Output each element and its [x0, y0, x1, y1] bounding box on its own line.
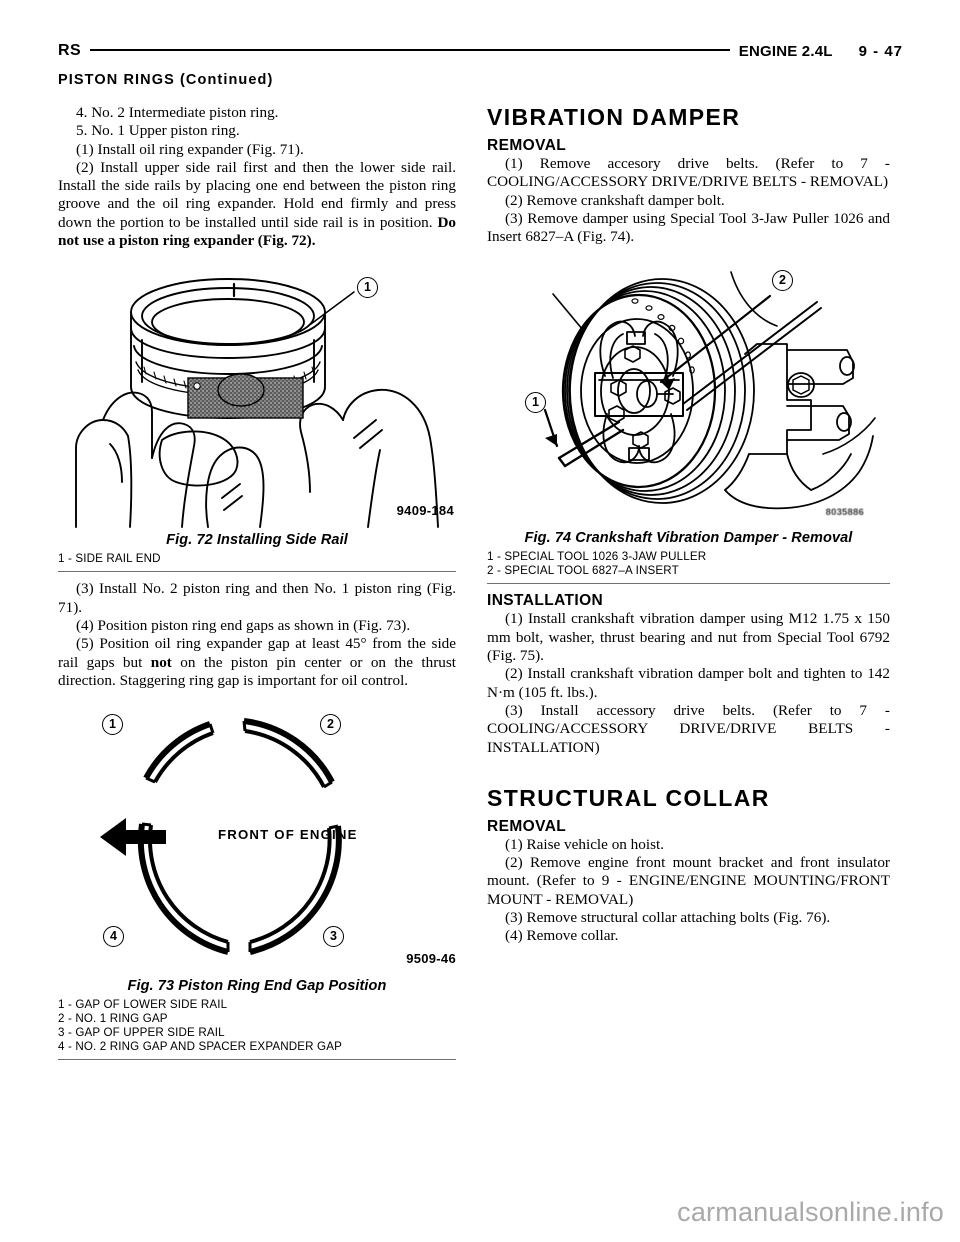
legend-item: 1 - SIDE RAIL END — [58, 552, 161, 566]
step-item: (3) Install No. 2 piston ring and then N… — [58, 580, 456, 616]
heading-installation: INSTALLATION — [487, 592, 604, 610]
header-rule — [90, 49, 730, 51]
step-item: 5. No. 1 Upper piston ring. — [76, 122, 240, 140]
step-item: 4. No. 2 Intermediate piston ring. — [76, 104, 279, 121]
step-item: (1) Remove accesory drive belts. (Refer … — [487, 155, 890, 191]
figure-74-code: 8035886 — [825, 507, 864, 519]
figure-72-caption: Fig. 72 Installing Side Rail — [166, 532, 348, 549]
figure-73-callout-2: 2 — [320, 714, 341, 736]
page-number: 9 - 47 — [858, 42, 903, 60]
figure-74-artwork: 2 1 — [487, 258, 890, 530]
legend-item: 2 - SPECIAL TOOL 6827–A INSERT — [487, 564, 679, 578]
figure-74: 2 1 — [487, 258, 890, 585]
front-of-engine-arrow — [100, 818, 166, 857]
figure-72-divider — [58, 571, 456, 573]
step-item: (3) Install accessory drive belts. (Refe… — [487, 701, 890, 756]
section-continued-label: PISTON RINGS (Continued) — [58, 72, 274, 88]
figure-74-caption: Fig. 74 Crankshaft Vibration Damper - Re… — [524, 530, 853, 547]
figure-74-callout-1: 1 — [525, 392, 546, 414]
piston-side-rail-illustration — [75, 278, 439, 529]
left-column: 4. No. 2 Intermediate piston ring. 5. No… — [58, 104, 456, 1061]
legend-item: 3 - GAP OF UPPER SIDE RAIL — [58, 1026, 225, 1040]
figure-72: 1 — [58, 262, 456, 573]
step-item: (3) Remove damper using Special Tool 3-J… — [487, 209, 890, 246]
legend-item: 4 - NO. 2 RING GAP AND SPACER EXPANDER G… — [58, 1040, 342, 1054]
emphasis-warning: Do not use a piston ring expander (Fig. … — [58, 213, 456, 250]
figure-72-code: 9409-184 — [396, 503, 454, 519]
figure-74-legend: 1 - SPECIAL TOOL 1026 3-JAW PULLER 2 - S… — [487, 546, 890, 578]
figure-73-code: 9509-46 — [406, 951, 456, 967]
step-item: (1) Raise vehicle on hoist. — [505, 835, 665, 853]
legend-item: 1 - GAP OF LOWER SIDE RAIL — [58, 998, 228, 1012]
figure-73-callout-3: 3 — [323, 926, 344, 948]
figure-72-callout-1: 1 — [357, 277, 378, 299]
step-item-5-paragraph: (5) Position oil ring expander gap at le… — [58, 635, 456, 689]
heading-vibration-damper: VIBRATION DAMPER — [487, 104, 741, 130]
legend-item: 2 - NO. 1 RING GAP — [58, 1012, 168, 1026]
step-item: (1) Install crankshaft vibration damper … — [487, 610, 890, 665]
step-item: (4) Remove collar. — [505, 927, 619, 945]
legend-item: 1 - SPECIAL TOOL 1026 3-JAW PULLER — [487, 550, 707, 564]
figure-73-caption: Fig. 73 Piston Ring End Gap Position — [127, 978, 387, 995]
figure-72-legend: 1 - SIDE RAIL END — [58, 548, 456, 566]
heading-removal-collar: REMOVAL — [487, 817, 567, 835]
figure-73-artwork: FRONT OF ENGINE 1 2 3 4 9509-46 — [58, 704, 456, 976]
figure-73-callout-1: 1 — [102, 714, 123, 736]
heading-structural-collar: STRUCTURAL COLLAR — [487, 784, 770, 811]
figure-73: FRONT OF ENGINE 1 2 3 4 9509-46 Fig. 73 … — [58, 704, 456, 1061]
figure-74-divider — [487, 583, 890, 585]
emphasis-not: not — [150, 653, 172, 671]
figure-72-artwork: 1 — [58, 262, 456, 532]
site-watermark: carmanualsonline.info — [677, 1197, 944, 1227]
header-market-code: RS — [58, 42, 82, 59]
step-item: (1) Install oil ring expander (Fig. 71). — [76, 140, 304, 158]
step-item: (4) Position piston ring end gaps as sho… — [76, 616, 411, 634]
figure-73-divider — [58, 1059, 456, 1061]
step-item: (2) Remove engine front mount bracket an… — [487, 854, 890, 908]
step-item: (2) Install crankshaft vibration damper … — [487, 665, 890, 701]
figure-74-callout-2: 2 — [772, 270, 793, 292]
crankshaft-damper-puller-illustration — [543, 271, 876, 510]
right-column: VIBRATION DAMPER REMOVAL (1) Remove acce… — [487, 104, 890, 946]
heading-removal: REMOVAL — [487, 137, 567, 154]
figure-73-legend: 1 - GAP OF LOWER SIDE RAIL 2 - NO. 1 RIN… — [58, 994, 456, 1054]
figure-73-callout-4: 4 — [103, 926, 124, 948]
step-item: (2) Remove crankshaft damper bolt. — [505, 191, 725, 209]
step-item-2-paragraph: (2) Install upper side rail first and th… — [58, 158, 456, 250]
front-of-engine-label: FRONT OF ENGINE — [218, 827, 358, 843]
ring-end-gap-diagram — [100, 718, 342, 956]
step-item: (3) Remove structural collar attaching b… — [505, 909, 831, 927]
